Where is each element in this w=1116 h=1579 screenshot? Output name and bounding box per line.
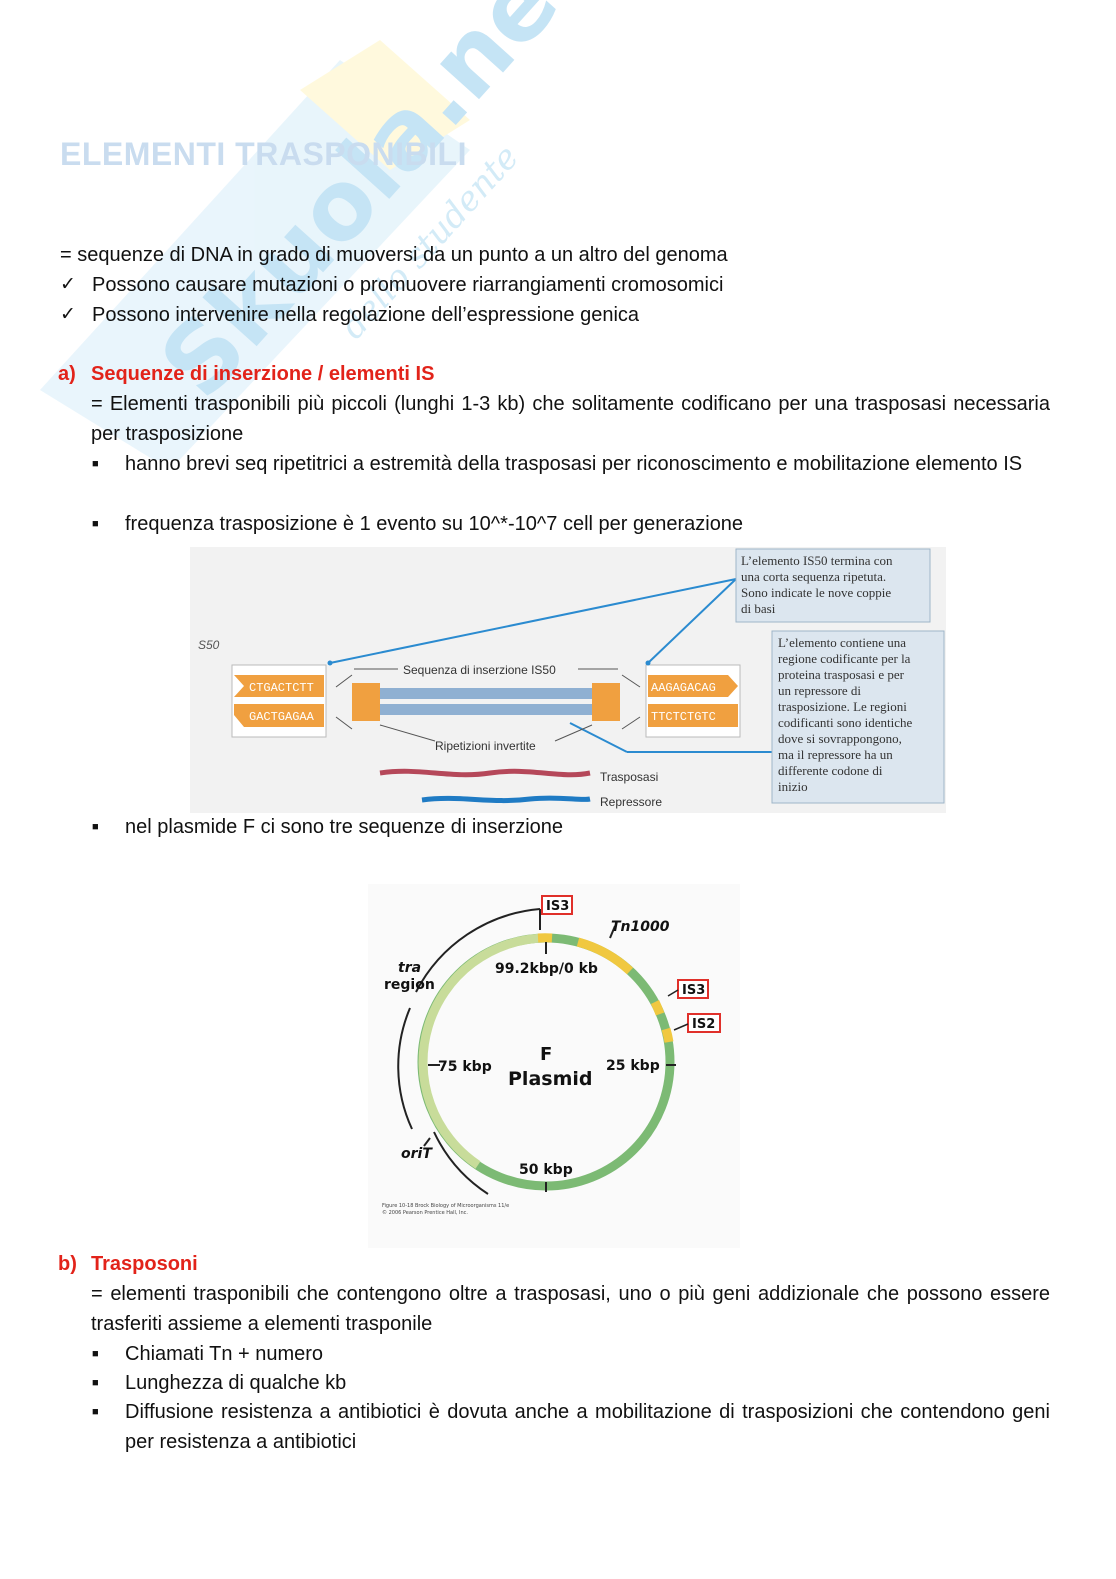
callout-1-box xyxy=(735,548,931,623)
section-a-letter: a) xyxy=(58,363,76,385)
callout-2-line: inizio xyxy=(778,779,808,794)
intro-check-item: Possono causare mutazioni o promuovere r… xyxy=(92,274,724,296)
repressor-line xyxy=(421,795,591,804)
callout-2-line: regione codificante per la xyxy=(778,651,911,666)
callout-2-line: codificanti sono identiche xyxy=(778,715,913,730)
callout-1-line: una corta sequenza ripetuta. xyxy=(741,569,886,584)
right-seq-bottom-arrow xyxy=(648,704,738,727)
callout-1-line: L’elemento IS50 termina con xyxy=(741,553,893,568)
orit-label: oriT xyxy=(401,1146,433,1162)
callout-2-line: un repressore di xyxy=(778,683,861,698)
section-a-bullet: nel plasmide F ci sono tre sequenze di i… xyxy=(125,816,564,838)
ir-pointer xyxy=(554,724,593,742)
right-seq-bottom: TTCTCTGTC xyxy=(651,710,716,724)
is2-segment xyxy=(661,1027,674,1043)
callout-2-line: ma il repressore ha un xyxy=(778,747,893,762)
left-seq-bottom-arrow xyxy=(234,704,324,727)
callout-1-line: Sono indicate le nove coppie xyxy=(741,585,891,600)
plasmid-name-f: F xyxy=(540,1044,552,1065)
callout-pointer xyxy=(647,578,737,664)
right-seq-top: AAGAGACAG xyxy=(651,681,716,695)
page-title: ELEMENTI TRASPONIBILI xyxy=(60,136,467,172)
inverted-repeats-label: Ripetizioni invertite xyxy=(435,739,536,753)
left-ir-orange xyxy=(352,683,380,721)
element-top-strand xyxy=(352,688,618,699)
transposase-line xyxy=(379,768,591,778)
section-a-definition: = Elementi trasponibili più piccoli (lun… xyxy=(91,393,1050,445)
section-b-heading: b) Trasposoni xyxy=(58,1249,198,1279)
tra-region-arc-lower xyxy=(397,1007,413,1130)
section-a-title: Sequenze di inserzione / elementi IS xyxy=(91,363,435,385)
region-label: region xyxy=(384,977,435,993)
left-seq-top: CTGACTCTT xyxy=(249,681,314,695)
element-bottom-strand xyxy=(352,704,618,715)
section-b-bullet: Lunghezza di qualche kb xyxy=(125,1372,347,1394)
callout-2-line: dove si sovrappongono, xyxy=(778,731,902,746)
left-seq-bottom: GACTGAGAA xyxy=(249,710,315,724)
bullet-icon: ■ xyxy=(92,1348,99,1360)
orit-arc xyxy=(433,1131,489,1195)
callout-1-line: di basi xyxy=(741,601,776,616)
is50-corner-label: S50 xyxy=(198,638,220,652)
bullet-icon: ■ xyxy=(92,518,99,530)
tn1000-label: Tn1000 xyxy=(611,919,670,935)
section-a-heading: a) Sequenze di inserzione / elementi IS xyxy=(58,359,434,389)
right-ir-orange xyxy=(592,683,620,721)
section-b-definition: = elementi trasponibili che contengono o… xyxy=(91,1283,1050,1335)
section-b-letter: b) xyxy=(58,1253,77,1275)
label-bottom: 50 kbp xyxy=(519,1162,573,1178)
is3-top-label: IS3 xyxy=(546,899,569,914)
label-top: 99.2kbp/0 kb xyxy=(495,961,598,977)
bullet-icon: ■ xyxy=(92,821,99,833)
check-icon: ✓ xyxy=(60,274,76,295)
section-a-bullet: frequenza trasposizione è 1 evento su 10… xyxy=(125,513,744,535)
f-plasmid-diagram: IS3 IS3 IS2 Tn1000 99.2kbp/0 kb 25 kbp 7… xyxy=(382,895,721,1216)
ir-pointer xyxy=(379,724,436,742)
is2-box xyxy=(687,1013,721,1033)
is3-right-segment xyxy=(650,1000,665,1016)
is50-diagram: S50 CTGACTCTT GACTGAGAA AAGAGACAG TTCTCT… xyxy=(198,548,945,809)
svg-text:L’elemento IS50 termina con: L’elemento IS50 termina con una corta se… xyxy=(741,553,896,616)
is50-top-label: Sequenza di inserzione IS50 xyxy=(403,663,556,677)
right-seq-top-arrow xyxy=(648,675,738,697)
left-seq-top-arrow xyxy=(234,675,324,697)
callout-2-box xyxy=(771,630,945,804)
section-b-title: Trasposoni xyxy=(91,1253,198,1275)
callout-pointer xyxy=(569,722,628,753)
plasmid-light-arc xyxy=(418,933,547,1169)
svg-text:L’elemento contiene una: L’elemento contiene una regione codifica… xyxy=(778,635,916,794)
figure-caption: © 2006 Pearson Prentice Hall, Inc. xyxy=(382,1209,468,1216)
bullet-icon: ■ xyxy=(92,458,99,470)
callout-pointer xyxy=(329,578,737,664)
callout-2-line: L’elemento contiene una xyxy=(778,635,906,650)
is3-top-box xyxy=(541,895,573,915)
section-b-bullet: Diffusione resistenza a antibiotici è do… xyxy=(125,1401,1050,1453)
label-left: 75 kbp xyxy=(438,1059,492,1075)
callout-2-line: proteina trasposasi e per xyxy=(778,667,905,682)
section-b-bullet: Chiamati Tn + numero xyxy=(125,1343,324,1365)
intro-check-item: Possono intervenire nella regolazione de… xyxy=(92,304,640,326)
callout-2-line: differente codone di xyxy=(778,763,883,778)
is3-right-box xyxy=(677,979,709,999)
bullet-icon: ■ xyxy=(92,1377,99,1389)
tn1000-segment xyxy=(576,937,634,975)
is3-right-label: IS3 xyxy=(682,983,705,998)
figure-caption: Figure 10-18 Brock Biology of Microorgan… xyxy=(382,1203,509,1209)
tra-region-arc xyxy=(415,908,541,993)
bullet-icon: ■ xyxy=(92,1406,99,1418)
callout-2-line: trasposizione. Le regioni xyxy=(778,699,907,714)
check-icon: ✓ xyxy=(60,304,76,325)
is2-label: IS2 xyxy=(692,1017,715,1032)
repressor-label: Repressore xyxy=(600,795,662,809)
is50-figure: S50 CTGACTCTT GACTGAGAA AAGAGACAG TTCTCT… xyxy=(190,547,946,813)
transposase-label: Trasposasi xyxy=(600,770,658,784)
tra-label: tra xyxy=(398,960,421,976)
watermark-brand: Skuola.net xyxy=(139,0,560,419)
plasmid-name: Plasmid xyxy=(508,1068,592,1090)
intro-definition: = sequenze di DNA in grado di muoversi d… xyxy=(60,244,728,266)
section-a-bullet: hanno brevi seq ripetitrici a estremità … xyxy=(125,453,1023,475)
label-right: 25 kbp xyxy=(606,1058,660,1074)
f-plasmid-figure: IS3 IS3 IS2 Tn1000 99.2kbp/0 kb 25 kbp 7… xyxy=(368,884,740,1248)
